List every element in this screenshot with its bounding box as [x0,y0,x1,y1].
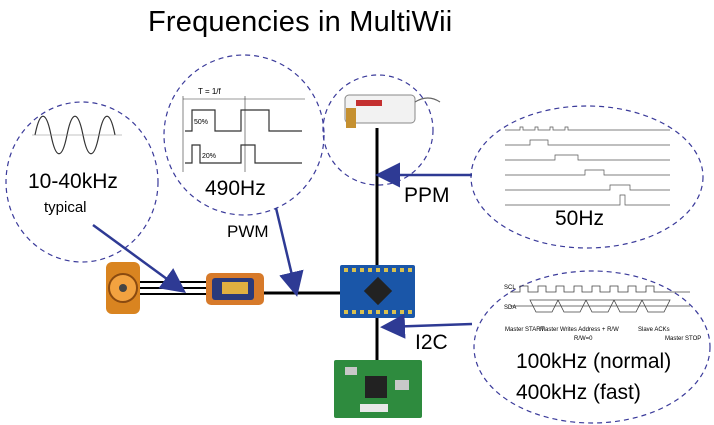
ppm-freq-label: 50Hz [555,207,605,230]
motor-freq-label: 10-40kHz [28,170,118,193]
receiver-icon [344,94,441,128]
ppm-label: PPM [404,184,450,207]
pwm-arrow [274,207,304,297]
i2c-bubble [473,270,711,424]
pwm-waveform-graphic [182,96,305,172]
pwm-period-label: T = 1/f [198,87,222,96]
motor-icon [106,262,140,314]
esc-freq-label: 490Hz [205,177,266,200]
sine-wave-graphic [34,115,116,155]
motor-freq-arrow [92,223,187,293]
ppm-timing-graphic [505,126,670,206]
esc-pwm-bubble [163,54,325,216]
i2c-sda-label: SDA [504,305,516,311]
motor-typical-label: typical [44,199,87,216]
flight-controller-board-icon [340,265,415,318]
receiver-bubble [322,74,434,186]
i2c-master-writes-label: Master Writes Address + R/W [540,327,619,333]
i2c-master-start-label: Master START [505,327,544,333]
i2c-master-stop-label: Master STOP [665,336,701,342]
i2c-arrow [380,313,473,339]
pwm-duty-50-label: 50% [194,119,208,126]
i2c-scl-label: SCL [504,285,516,291]
i2c-fast-freq-label: 400kHz (fast) [516,381,641,404]
sensor-board-icon [334,360,422,418]
i2c-normal-freq-label: 100kHz (normal) [516,350,672,373]
esc-icon [206,273,264,305]
pwm-label: PWM [227,222,269,241]
page-title: Frequencies in MultiWii [148,6,453,38]
motor-freq-bubble [5,101,159,263]
i2c-label: I2C [415,331,448,354]
i2c-slave-acks-label: Slave ACKs [638,327,670,333]
pwm-duty-20-label: 20% [202,153,216,160]
ppm-bubble [470,105,704,249]
i2c-rw-label: R/W=0 [574,336,593,342]
i2c-timing-graphic [510,285,690,313]
